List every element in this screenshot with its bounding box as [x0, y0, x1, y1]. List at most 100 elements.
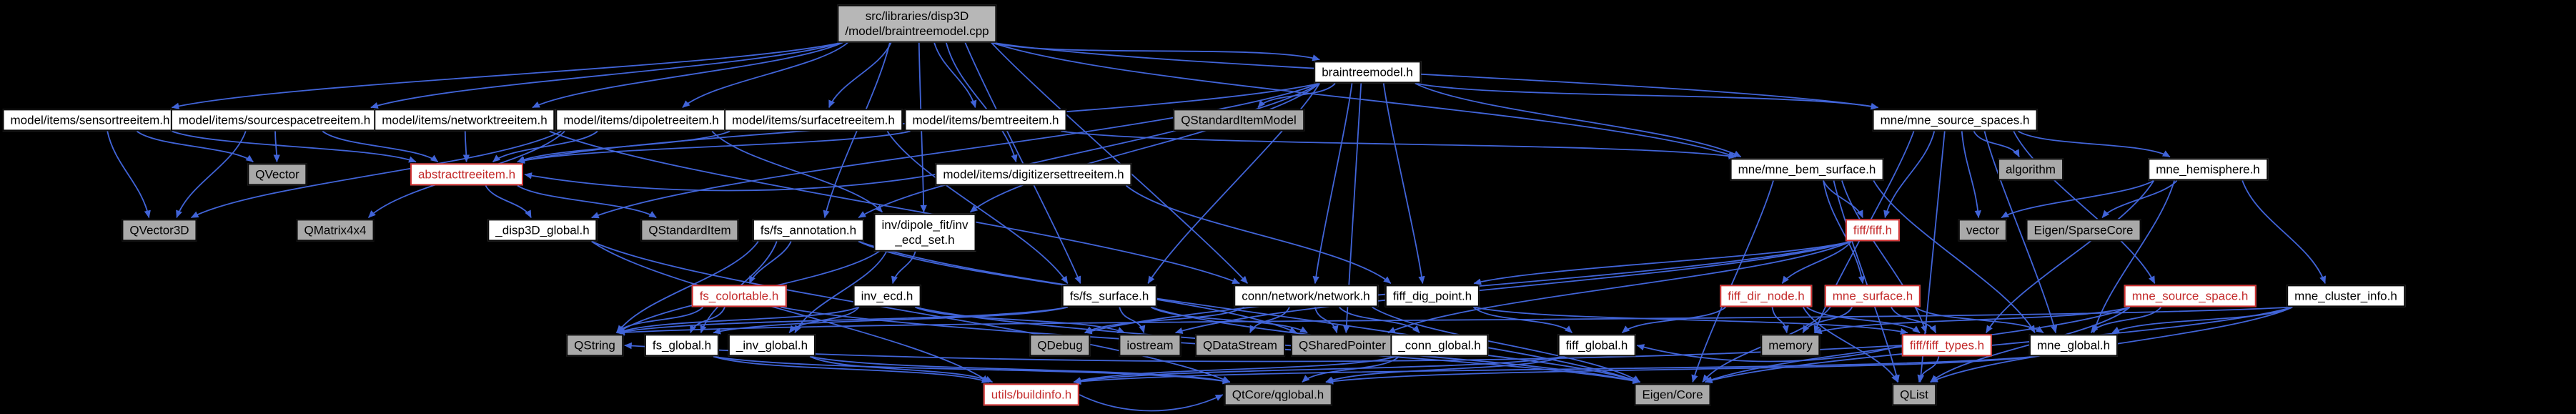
edge-digitizersettreeitem-to-abstracttreeitem: [524, 172, 936, 192]
edge-root-to-surfacetreeitem: [828, 41, 892, 108]
graph-node-network[interactable]: conn/network/network.h: [1234, 285, 1378, 307]
graph-node-fs_annotation[interactable]: fs/fs_annotation.h: [752, 219, 865, 242]
edge-conn_global-to-buildinfo: [1073, 355, 1397, 384]
edge-fs_colortable-to-fs_global: [690, 307, 725, 333]
edge-sourcespacetreeitem-to-qvector3d: [176, 131, 247, 218]
edge-network-to-qdatastream: [1249, 307, 1290, 333]
graph-node-fiff_dir_node[interactable]: fiff_dir_node.h: [1720, 285, 1813, 307]
graph-node-qsharedpointer: QSharedPointer: [1291, 334, 1394, 357]
graph-node-inv_ecd_set[interactable]: inv/dipole_fit/inv _ecd_set.h: [873, 213, 976, 252]
graph-node-dipoletreeitem[interactable]: model/items/dipoletreeitem.h: [555, 109, 727, 132]
graph-node-conn_global[interactable]: _conn_global.h: [1390, 334, 1489, 357]
edge-mne_cluster_info-to-eigen_core: [1704, 306, 2293, 384]
edge-mne_surface-to-fiff_types: [1891, 307, 1937, 333]
edge-networktreeitem-to-abstracttreeitem: [462, 131, 470, 162]
graph-node-surfacetreeitem[interactable]: model/items/surfacetreeitem.h: [724, 109, 903, 132]
graph-node-mne_surface[interactable]: mne_surface.h: [1824, 285, 1921, 307]
edge-braintreemodel_h-to-qstandarditemmodel: [1257, 82, 1336, 109]
edge-braintreemodel_h-to-mne_source_spaces: [1415, 82, 1879, 110]
graph-node-algorithm: algorithm: [1998, 158, 2064, 181]
edge-network-to-qdebug: [1084, 306, 1245, 334]
graph-node-buildinfo[interactable]: utils/buildinfo.h: [983, 383, 1080, 406]
graph-node-fiff_fiff[interactable]: fiff/fiff.h: [1845, 219, 1901, 242]
edge-inv_ecd-to-qstring: [617, 306, 859, 334]
graph-node-digitizersettreeitem[interactable]: model/items/digitizersettreeitem.h: [935, 163, 1132, 186]
edge-mne_hemisphere-to-fiff_types: [1985, 180, 2155, 333]
graph-node-mne_source_space[interactable]: mne_source_space.h: [2124, 285, 2257, 307]
edge-braintreemodel_h-to-fiff_dig_point: [1382, 83, 1425, 284]
edge-digitizersettreeitem-to-fiff_dig_point: [1126, 184, 1392, 285]
graph-node-fiff_types[interactable]: fiff/fiff_types.h: [1901, 334, 1993, 357]
edge-sensortreeitem-to-qvector3d: [106, 131, 151, 218]
graph-node-eigen_core: Eigen/Core: [1634, 383, 1711, 406]
graph-node-abstracttreeitem[interactable]: abstracttreeitem.h: [410, 163, 524, 186]
edge-mne_hemisphere-to-eigen_sparsecore: [2101, 180, 2178, 218]
edge-fiff_types-to-fiff_global: [1636, 344, 1903, 363]
edge-braintreemodel_h-to-qsharedpointer: [1343, 83, 1362, 333]
graph-node-inv_global[interactable]: _inv_global.h: [728, 334, 816, 357]
edge-mne_source_spaces-to-vector: [1961, 131, 1981, 218]
edge-surfacetreeitem-to-abstracttreeitem: [517, 130, 730, 163]
graph-node-qstring: QString: [566, 334, 623, 357]
graph-node-mne_cluster_info[interactable]: mne_cluster_info.h: [2287, 285, 2405, 307]
edge-root-to-mne_bem_surface: [991, 41, 1737, 158]
graph-node-sensortreeitem[interactable]: model/items/sensortreeitem.h: [2, 109, 178, 132]
edge-mne_cluster_info-to-mne_global: [2111, 306, 2293, 334]
graph-node-sourcespacetreeitem[interactable]: model/items/sourcespacetreeitem.h: [170, 109, 379, 132]
graph-node-mne_global[interactable]: mne_global.h: [2028, 334, 2119, 357]
edge-inv_ecd_set-to-inv_global: [794, 250, 888, 333]
edge-mne_global-to-qtcore_qglobal: [1325, 355, 2036, 385]
edge-braintreemodel_h-to-disp3d_global: [591, 82, 1320, 219]
graph-node-fs_surface[interactable]: fs/fs_surface.h: [1061, 285, 1157, 307]
edge-fs_annotation-to-qstring: [617, 241, 759, 333]
edge-fiff_fiff-to-iostream: [1175, 240, 1852, 335]
graph-node-mne_source_spaces[interactable]: mne/mne_source_spaces.h: [1872, 109, 2038, 132]
graph-node-root: src/libraries/disp3D /model/braintreemod…: [837, 4, 997, 43]
edge-root-to-fs_surface: [964, 41, 1081, 284]
edge-abstracttreeitem-to-disp3d_global: [485, 185, 532, 218]
graph-node-qlist: QList: [1892, 383, 1936, 406]
edge-root-to-dipoletreeitem: [682, 41, 849, 109]
edge-fiff_dir_node-to-memory: [1771, 307, 1789, 333]
graph-node-fiff_global[interactable]: fiff_global.h: [1557, 334, 1636, 357]
edge-fiff_fiff-to-qsharedpointer: [1387, 240, 1852, 334]
graph-node-mne_hemisphere[interactable]: mne_hemisphere.h: [2148, 158, 2268, 181]
graph-node-qstandarditem: QStandardItem: [640, 219, 739, 242]
graph-node-fs_global[interactable]: fs_global.h: [644, 334, 720, 357]
edge-mne_bem_surface-to-eigen_core: [1691, 180, 1774, 383]
edge-mne_bem_surface-to-qlist: [1833, 180, 1900, 383]
graph-node-fiff_dig_point[interactable]: fiff_dig_point.h: [1384, 285, 1480, 307]
edge-root-to-mne_source_spaces: [991, 41, 1879, 110]
graph-node-fs_colortable[interactable]: fs_colortable.h: [691, 285, 787, 307]
edge-surfacetreeitem-to-fs_surface: [886, 131, 1069, 284]
edge-fs_surface-to-fs_global: [713, 306, 1068, 335]
graph-node-braintreemodel_h[interactable]: braintreemodel.h: [1314, 61, 1421, 84]
edge-bemtreeitem-to-mne_bem_surface: [1061, 130, 1737, 159]
graph-node-qvector3d: QVector3D: [122, 219, 197, 242]
edge-mne_hemisphere-to-vector: [2001, 179, 2154, 219]
edge-mne_source_spaces-to-mne_global: [1983, 131, 2058, 333]
edge-fs_surface-to-qstring: [617, 306, 1068, 335]
edge-root-to-networktreeitem: [532, 41, 843, 109]
edge-mne_bem_surface-to-mne_surface: [1823, 180, 1866, 284]
edge-mne_global-to-buildinfo: [1073, 355, 2036, 385]
edge-mne_source_spaces-to-mne_hemisphere: [2018, 130, 2171, 158]
edge-inv_global-to-buildinfo: [809, 355, 994, 383]
edge-dipoletreeitem-to-abstracttreeitem: [492, 130, 598, 163]
edge-mne_source_spaces-to-qlist: [1917, 131, 1946, 383]
graph-node-inv_ecd[interactable]: inv_ecd.h: [853, 285, 921, 307]
edge-braintreemodel_h-to-fs_annotation: [858, 82, 1320, 219]
edge-networktreeitem-to-network: [549, 130, 1240, 285]
edge-mne_source_spaces-to-fiff_fiff: [1883, 131, 1936, 218]
graph-node-qvector: QVector: [247, 163, 307, 186]
edge-inv_ecd_set-to-inv_ecd: [891, 251, 916, 284]
edge-abstracttreeitem-to-qstandarditem: [517, 184, 657, 219]
edge-sourcespacetreeitem-to-abstracttreeitem: [322, 130, 439, 163]
graph-node-bemtreeitem[interactable]: model/items/bemtreeitem.h: [904, 109, 1067, 132]
graph-node-memory: memory: [1760, 334, 1820, 357]
graph-node-disp3d_global[interactable]: _disp3D_global.h: [487, 219, 598, 242]
edge-root-to-digitizersettreeitem: [945, 42, 1018, 162]
graph-node-networktreeitem[interactable]: model/items/networktreeitem.h: [374, 109, 555, 132]
graph-node-mne_bem_surface[interactable]: mne/mne_bem_surface.h: [1730, 158, 1884, 181]
